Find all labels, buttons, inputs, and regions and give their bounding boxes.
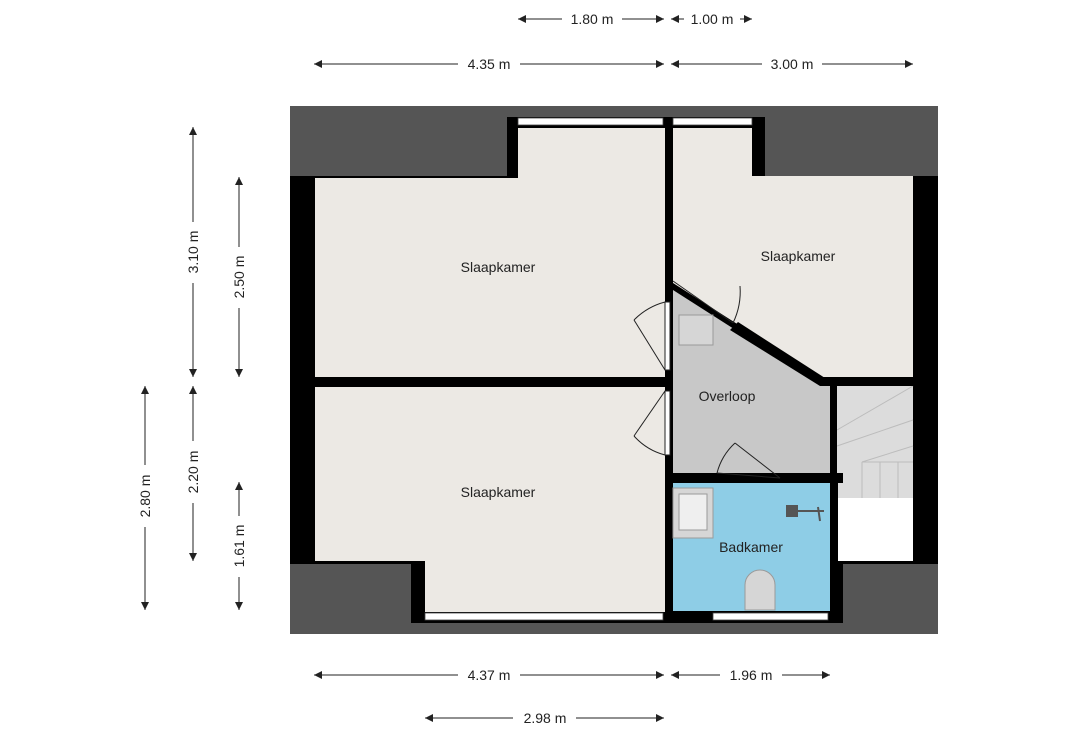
toilet	[744, 569, 776, 611]
landing-cabinet	[678, 314, 714, 346]
door-bathroom	[716, 442, 781, 479]
stair-void	[837, 498, 913, 561]
room-label-landing: Overloop	[699, 388, 756, 404]
dimension-label-left-3: 2.80 m	[137, 475, 153, 518]
dimension-left-3: 2.80 m	[137, 386, 153, 610]
dimension-top-3: 4.35 m	[314, 56, 664, 72]
bedroom-top-left-floor	[315, 178, 665, 377]
dimension-label-top-3: 4.35 m	[468, 56, 511, 72]
stair-steps	[836, 385, 914, 498]
window-bottom-left	[424, 612, 664, 621]
dimension-left-4: 2.20 m	[185, 386, 201, 561]
wall-bathroom-top	[665, 473, 843, 483]
room-label-bedroom-top-right: Slaapkamer	[761, 248, 836, 264]
door-bedroom-bottom-left	[633, 390, 671, 456]
dimension-top-1: 1.80 m	[518, 11, 664, 27]
wall-between-left-bedrooms	[315, 377, 673, 387]
wall-stairs-left	[830, 378, 837, 478]
basin-bowl	[678, 493, 708, 531]
dimension-top-2: 1.00 m	[671, 11, 752, 27]
window-top-left	[517, 117, 664, 126]
dimension-label-top-2: 1.00 m	[691, 11, 734, 27]
bedroom-bottom-left-floor	[315, 387, 665, 561]
dimension-left-2: 2.50 m	[231, 177, 247, 377]
window-top-right	[672, 117, 753, 126]
dimension-label-top-4: 3.00 m	[771, 56, 814, 72]
bedroom-top-right-floor	[673, 128, 913, 377]
dimension-label-left-1: 3.10 m	[185, 231, 201, 274]
dimension-bottom-2: 1.96 m	[671, 667, 830, 683]
shower-tap	[786, 505, 824, 522]
dimension-left-1: 3.10 m	[185, 127, 201, 377]
dimension-bottom-1: 4.37 m	[314, 667, 664, 683]
wall-landing-bedroom-bottom	[665, 455, 673, 623]
bedroom-top-left-dormer	[518, 128, 665, 180]
wall-between-top-bedrooms	[665, 117, 673, 307]
dimension-left-5: 1.61 m	[231, 482, 247, 610]
wall-diagonal	[730, 322, 825, 386]
dimension-label-left-4: 2.20 m	[185, 451, 201, 494]
dimension-label-bottom-2: 1.96 m	[730, 667, 773, 683]
room-label-bathroom: Badkamer	[719, 539, 783, 555]
room-label-bedroom-bottom-left: Slaapkamer	[461, 484, 536, 500]
door-bedroom-top-right	[672, 280, 741, 324]
door-bedroom-top-left	[633, 301, 671, 371]
dimension-label-bottom-1: 4.37 m	[468, 667, 511, 683]
bedroom-bottom-left-dormer	[425, 559, 665, 612]
dimension-bottom-3: 2.98 m	[425, 710, 664, 726]
wall-landing-left	[665, 370, 673, 410]
dimension-top-4: 3.00 m	[671, 56, 913, 72]
dimension-label-bottom-3: 2.98 m	[524, 710, 567, 726]
room-label-bedroom-top-left: Slaapkamer	[461, 259, 536, 275]
window-bathroom	[712, 612, 829, 621]
dimension-label-top-1: 1.80 m	[571, 11, 614, 27]
dimension-label-left-2: 2.50 m	[231, 256, 247, 299]
dimension-label-left-5: 1.61 m	[231, 525, 247, 568]
wall-bathroom-right	[830, 473, 838, 623]
wall-stairs-top	[820, 378, 913, 386]
